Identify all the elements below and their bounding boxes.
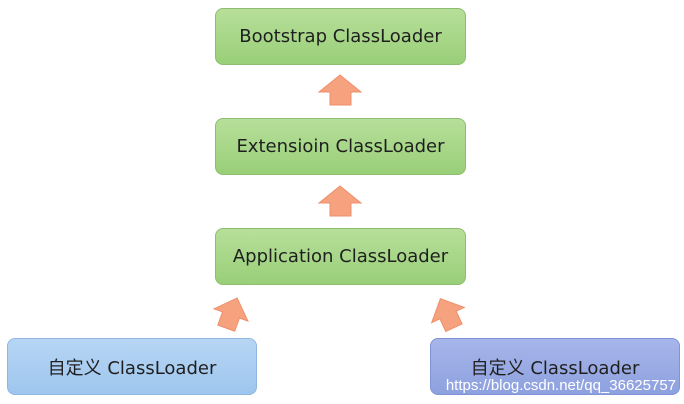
application-classloader-label: Application ClassLoader [232, 246, 449, 267]
custom-classloader-left-label: 自定义 ClassLoader [47, 357, 217, 379]
csdn-watermark: https://blog.csdn.net/qq_36625757 [445, 377, 676, 394]
arrow-custom-right-to-application [430, 298, 466, 333]
extension-classloader-label: Extensioin ClassLoader [236, 136, 445, 157]
arrow-extension-to-bootstrap [317, 74, 363, 106]
arrow-custom-left-to-application [212, 297, 249, 332]
arrow-application-to-extension [317, 185, 363, 217]
bootstrap-classloader-label: Bootstrap ClassLoader [239, 26, 442, 47]
custom-classloader-right-label: 自定义 ClassLoader [470, 357, 640, 379]
application-classloader-box: Application ClassLoader [215, 228, 466, 285]
custom-classloader-left-box: 自定义 ClassLoader [7, 338, 257, 395]
extension-classloader-box: Extensioin ClassLoader [215, 118, 466, 175]
custom-classloader-right-box: 自定义 ClassLoader [430, 338, 680, 395]
bootstrap-classloader-box: Bootstrap ClassLoader [215, 8, 466, 65]
